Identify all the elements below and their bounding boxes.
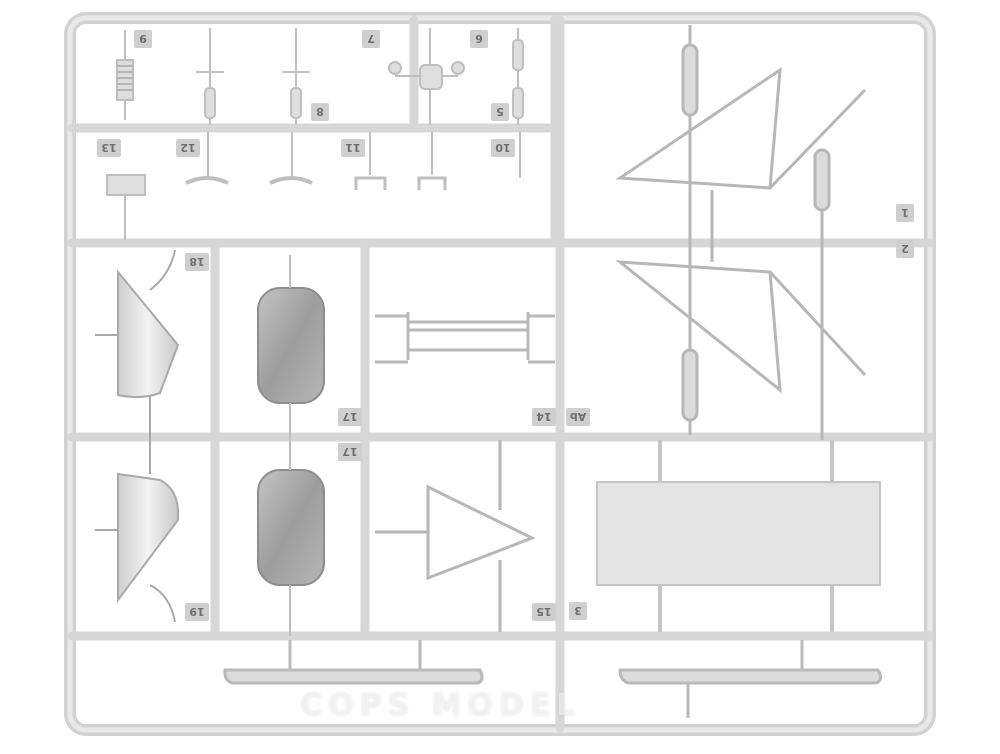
small-parts-top — [116, 28, 524, 125]
small-parts-second — [106, 132, 521, 240]
seat-parts — [257, 255, 325, 636]
part-number-tag: 12 — [176, 139, 200, 157]
part-number-tag: Ab — [566, 408, 590, 426]
part-number-tag: 14 — [532, 408, 556, 426]
nose-cone-parts — [95, 249, 180, 623]
watermark-text: COPS MODEL — [300, 688, 582, 723]
part-number-tag: 13 — [97, 139, 121, 157]
part-number-tag: 19 — [185, 603, 209, 621]
part-number-tag: 5 — [491, 103, 509, 121]
part-number-tag: 11 — [341, 139, 365, 157]
part-number-tag: 6 — [470, 30, 488, 48]
part-number-tag: 17 — [338, 408, 362, 426]
part-number-tag: 10 — [491, 139, 515, 157]
part-number-tag: 17 — [338, 443, 362, 461]
part-number-tag: 7 — [362, 30, 380, 48]
part-number-tag: 3 — [569, 602, 587, 620]
part-number-tag: 8 — [311, 103, 329, 121]
fin-part — [375, 440, 536, 632]
ladder-part — [375, 312, 555, 364]
part-number-tag: 2 — [896, 240, 914, 258]
part-number-tag: 1 — [896, 204, 914, 222]
rail-parts — [223, 640, 883, 718]
part-number-tag: 9 — [134, 30, 152, 48]
part-number-tag: 15 — [532, 603, 556, 621]
part-number-tag: 18 — [185, 253, 209, 271]
wing-parts — [615, 25, 867, 440]
panel-part — [596, 440, 881, 632]
runners — [67, 15, 935, 733]
